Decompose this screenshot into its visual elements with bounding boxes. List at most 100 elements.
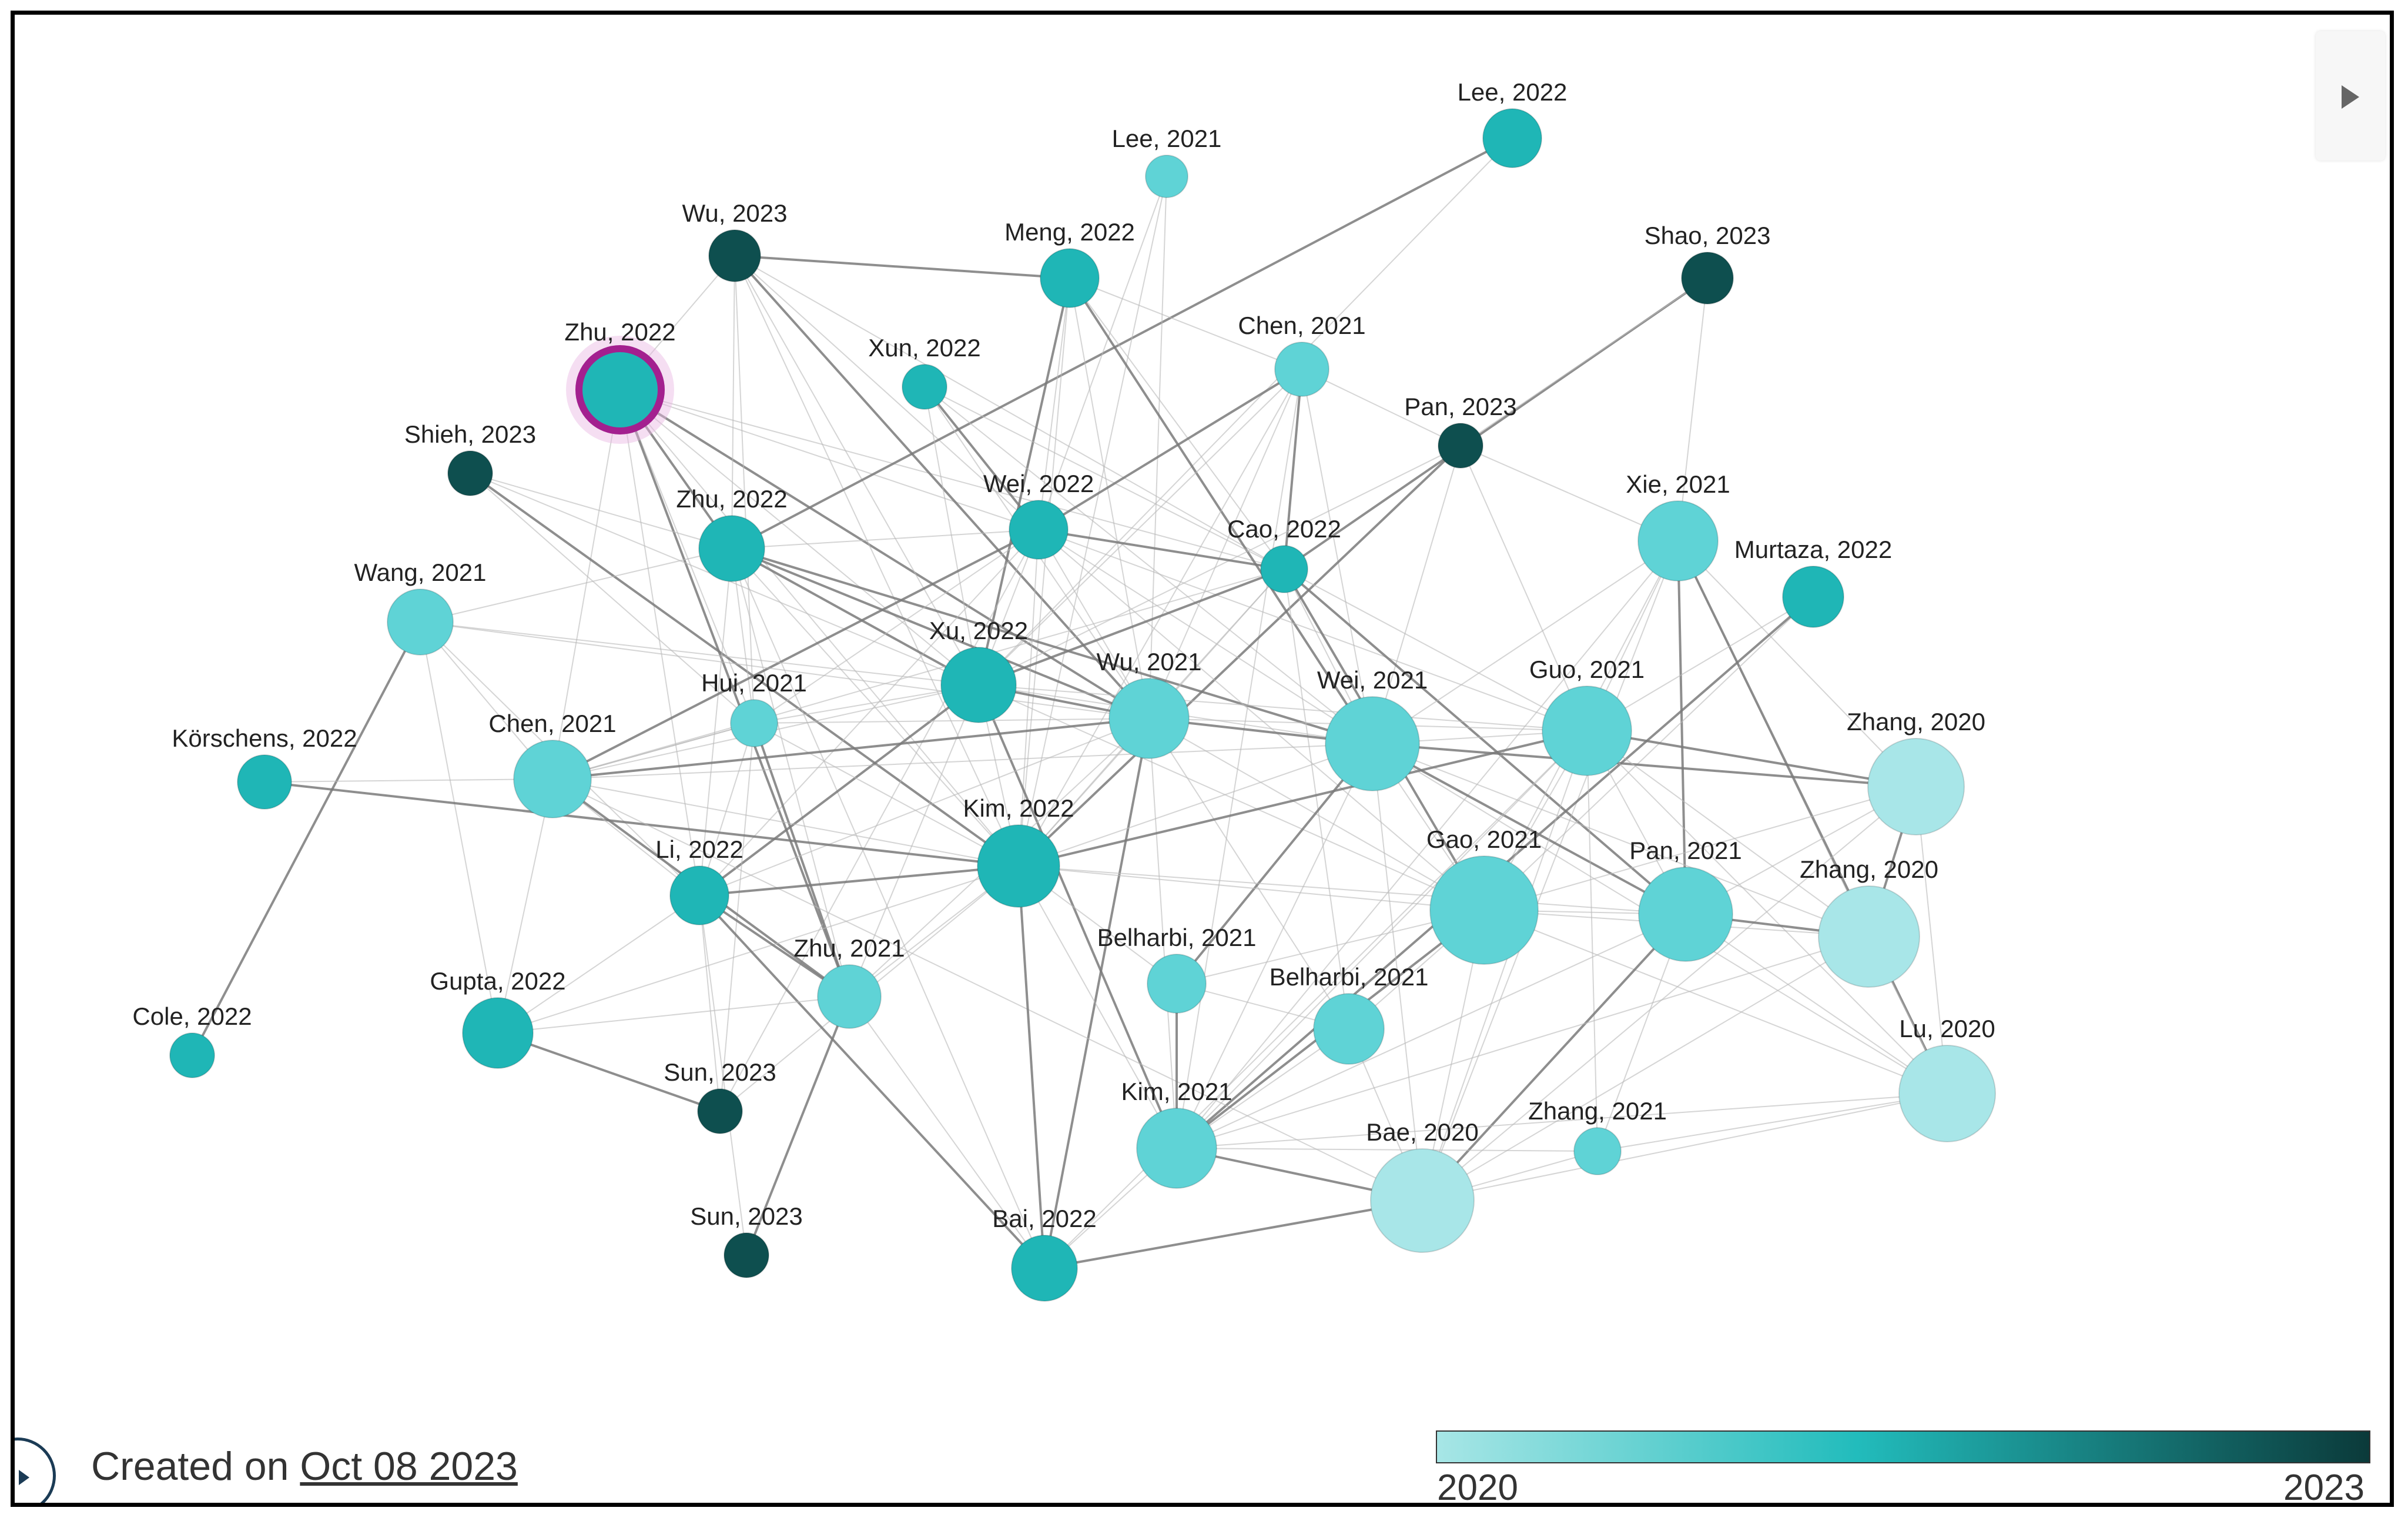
graph-node[interactable] [1274, 342, 1329, 397]
edge [1038, 529, 1285, 570]
graph-node[interactable] [1145, 155, 1188, 198]
graph-node[interactable] [669, 865, 729, 925]
edge [731, 547, 979, 686]
node-label: Gao, 2021 [1426, 825, 1542, 853]
graph-node[interactable] [1638, 867, 1733, 962]
created-date-link[interactable]: Oct 08 2023 [300, 1444, 518, 1489]
edge [1372, 743, 1423, 1201]
graph-node[interactable] [1429, 855, 1539, 965]
graph-node[interactable] [724, 1232, 769, 1278]
edge [552, 389, 621, 780]
edge [1176, 1093, 1948, 1149]
graph-node[interactable] [1009, 500, 1069, 560]
edge [924, 386, 1373, 744]
graph-node[interactable] [447, 450, 493, 496]
edge [753, 684, 979, 724]
graph-node[interactable] [1370, 1148, 1475, 1253]
graph-node[interactable] [698, 515, 765, 582]
edge [731, 137, 1513, 550]
graph-node[interactable] [730, 699, 778, 747]
graph-node[interactable] [575, 345, 665, 434]
graph-node[interactable] [1681, 252, 1734, 305]
edge [734, 255, 979, 686]
graph-node[interactable] [902, 364, 947, 410]
graph-node[interactable] [1136, 1108, 1217, 1189]
edge [1069, 278, 1302, 370]
edge [420, 548, 732, 623]
graph-node[interactable] [1325, 696, 1420, 791]
side-panel-toggle[interactable] [2316, 31, 2385, 161]
graph-node[interactable] [817, 964, 882, 1029]
edge [470, 473, 732, 549]
edge [734, 255, 1285, 570]
graph-node[interactable] [1573, 1127, 1622, 1175]
edge [1421, 913, 1687, 1202]
edge [1176, 540, 1679, 1149]
edge [264, 781, 1019, 867]
node-label: Wei, 2021 [1317, 666, 1428, 694]
node-label: Chen, 2021 [488, 710, 616, 737]
graph-node[interactable] [1438, 423, 1483, 469]
graph-node[interactable] [1482, 108, 1542, 168]
edge [699, 895, 721, 1112]
graph-node[interactable] [708, 229, 761, 282]
edge [1372, 743, 1686, 915]
edge [924, 386, 1285, 570]
created-prefix: Created on [91, 1444, 289, 1489]
edge [1176, 1148, 1598, 1152]
graph-node[interactable] [977, 824, 1060, 908]
graph-node[interactable] [1011, 1235, 1078, 1302]
edge [1069, 278, 1150, 719]
graph-node[interactable] [462, 997, 534, 1069]
node-label: Shieh, 2023 [404, 420, 536, 448]
node-label: Meng, 2022 [1004, 218, 1135, 246]
node-label: Zhu, 2021 [793, 934, 905, 962]
edge [1176, 369, 1302, 1149]
graph-node[interactable] [513, 740, 592, 818]
edge [1372, 743, 1917, 788]
graph-node[interactable] [1147, 954, 1207, 1014]
node-label: Bai, 2022 [992, 1205, 1096, 1232]
edge [552, 743, 1373, 780]
edge [1372, 540, 1679, 744]
node-label: Cao, 2022 [1227, 515, 1341, 543]
edge [1038, 278, 1070, 530]
graph-node[interactable] [1637, 500, 1719, 581]
edge [978, 138, 1513, 686]
graph-node[interactable] [1867, 738, 1965, 835]
graph-node[interactable] [940, 647, 1017, 723]
edge [1069, 278, 1285, 570]
edge [753, 723, 850, 997]
graph-node[interactable] [1818, 885, 1920, 988]
graph-node[interactable] [1782, 566, 1844, 628]
graph-node[interactable] [387, 589, 454, 656]
graph-node[interactable] [1108, 678, 1190, 759]
graph-node[interactable] [1260, 545, 1308, 593]
graph-node[interactable] [237, 754, 292, 810]
edge [619, 389, 1285, 570]
edge [1038, 176, 1167, 530]
graph-node[interactable] [169, 1032, 215, 1078]
graph-node[interactable] [697, 1088, 743, 1134]
graph-node[interactable] [1542, 686, 1632, 776]
graph-node[interactable] [1898, 1045, 1996, 1142]
created-on-text: Created on Oct 08 2023 [91, 1443, 518, 1489]
edge [1044, 730, 1588, 1269]
edge [1044, 1199, 1423, 1269]
edge [1018, 278, 1070, 867]
edge [1038, 529, 1588, 731]
graph-node[interactable] [1313, 993, 1385, 1065]
edge [978, 568, 1285, 686]
year-color-legend [1436, 1430, 2370, 1463]
edge [552, 717, 1150, 780]
edge [731, 548, 850, 997]
node-label: Belharbi, 2021 [1270, 963, 1429, 991]
edge [1018, 743, 1373, 867]
legend-min-label: 2020 [1437, 1467, 1518, 1507]
graph-node[interactable] [1040, 248, 1100, 308]
edge [1283, 568, 1687, 915]
edge [977, 684, 1178, 1149]
edge [1372, 445, 1461, 744]
